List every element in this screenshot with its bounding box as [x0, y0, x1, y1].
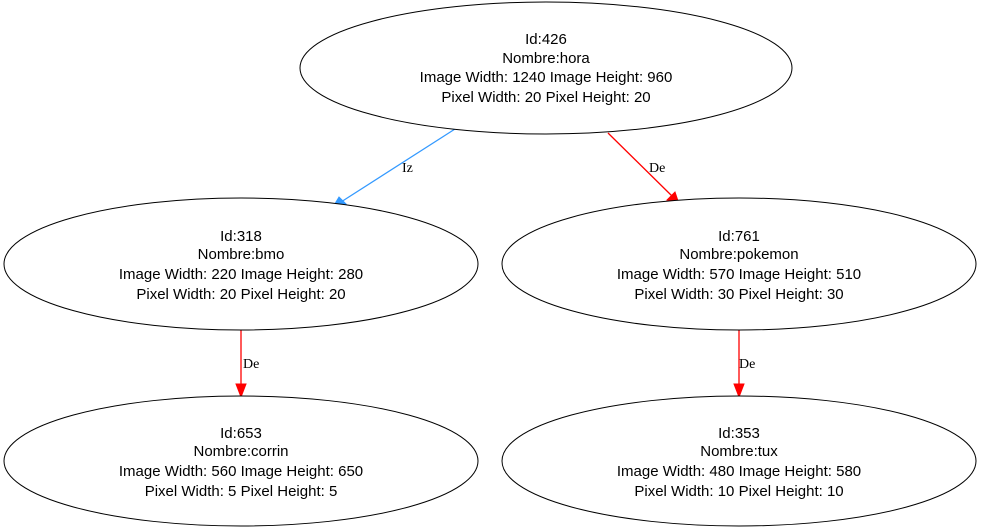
- node-image-size: Image Width: 1240 Image Height: 960: [420, 69, 673, 86]
- node-653: Id:653 Nombre:corrin Image Width: 560 Im…: [3, 395, 479, 527]
- node-name: Nombre:corrin: [193, 443, 288, 460]
- node-id: Id:353: [718, 425, 760, 442]
- node-426: Id:426 Nombre:hora Image Width: 1240 Ima…: [299, 1, 793, 135]
- node-ellipse: [3, 197, 479, 331]
- node-id: Id:426: [525, 31, 567, 48]
- node-318: Id:318 Nombre:bmo Image Width: 220 Image…: [3, 197, 479, 331]
- edge-label: De: [649, 161, 665, 176]
- node-761: Id:761 Nombre:pokemon Image Width: 570 I…: [501, 197, 977, 331]
- node-name: Nombre:pokemon: [679, 246, 798, 263]
- node-name: Nombre:tux: [700, 443, 778, 460]
- node-image-size: Image Width: 220 Image Height: 280: [119, 266, 363, 283]
- edge-n318-n653: De: [235, 330, 259, 399]
- node-name: Nombre:bmo: [198, 246, 285, 263]
- node-image-size: Image Width: 560 Image Height: 650: [119, 463, 363, 480]
- node-id: Id:653: [220, 425, 262, 442]
- node-pixel-size: Pixel Width: 10 Pixel Height: 10: [634, 483, 843, 500]
- edge-arrowhead: [235, 383, 247, 399]
- node-ellipse: [299, 1, 793, 135]
- node-353: Id:353 Nombre:tux Image Width: 480 Image…: [501, 395, 977, 527]
- node-image-size: Image Width: 570 Image Height: 510: [617, 266, 861, 283]
- node-pixel-size: Pixel Width: 20 Pixel Height: 20: [441, 89, 650, 106]
- node-ellipse: [501, 395, 977, 527]
- node-ellipse: [3, 395, 479, 527]
- node-ellipse: [501, 197, 977, 331]
- edge-n426-n318: Iz: [331, 128, 456, 208]
- node-image-size: Image Width: 480 Image Height: 580: [617, 463, 861, 480]
- node-pixel-size: Pixel Width: 5 Pixel Height: 5: [145, 483, 338, 500]
- node-pixel-size: Pixel Width: 30 Pixel Height: 30: [634, 286, 843, 303]
- edge-line: [607, 132, 673, 197]
- node-pixel-size: Pixel Width: 20 Pixel Height: 20: [136, 286, 345, 303]
- node-id: Id:318: [220, 228, 262, 245]
- node-id: Id:761: [718, 228, 760, 245]
- edge-line: [340, 128, 456, 203]
- edge-arrowhead: [733, 383, 745, 399]
- edge-label: De: [243, 357, 259, 372]
- edge-n761-n353: De: [733, 330, 755, 399]
- node-name: Nombre:hora: [502, 50, 590, 67]
- edge-label: Iz: [402, 161, 413, 176]
- edge-label: De: [739, 357, 755, 372]
- edge-n426-n761: De: [607, 132, 680, 205]
